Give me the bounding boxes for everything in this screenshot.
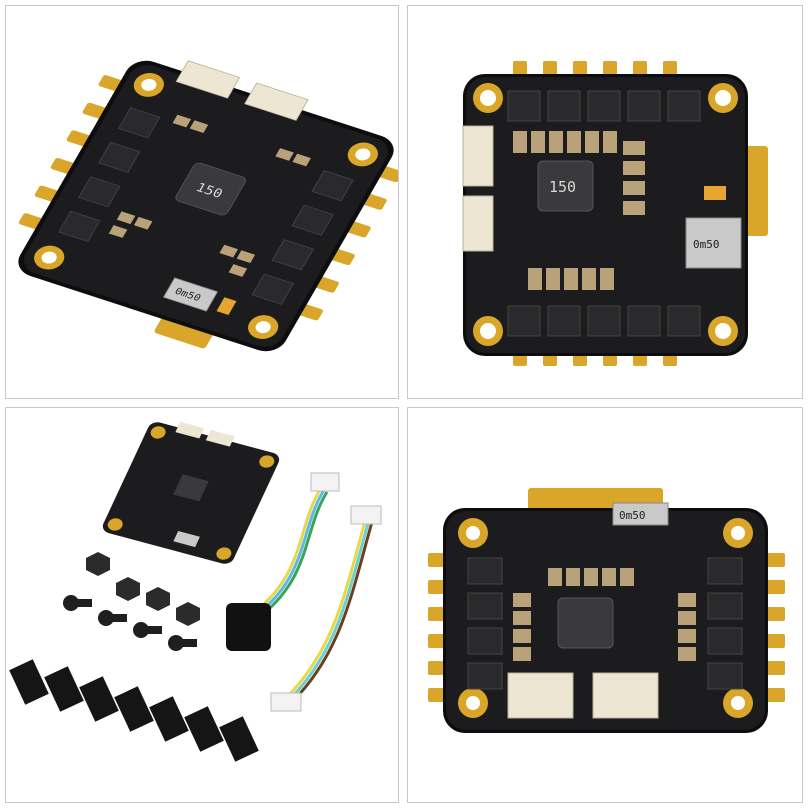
panel-top-view: 150 0m50 (407, 5, 803, 399)
top-shunt-label: 0m50 (693, 238, 720, 251)
front-shunt-label: 0m50 (619, 509, 646, 522)
esc-board-angled: 150 0m50 (18, 60, 398, 352)
esc-board-front: 0m50 (428, 488, 785, 733)
top-inductor-label: 150 (549, 178, 576, 196)
screws (63, 595, 197, 651)
esc-board-top: 150 0m50 (462, 61, 768, 366)
standoffs (9, 659, 259, 762)
kit-contents (9, 421, 382, 762)
power-connector (226, 603, 271, 651)
panel-front-view: 0m50 (407, 407, 803, 803)
panel-kit-contents (5, 407, 399, 803)
hex-nuts (86, 552, 200, 626)
panel-angled-view: 150 0m50 (5, 5, 399, 399)
